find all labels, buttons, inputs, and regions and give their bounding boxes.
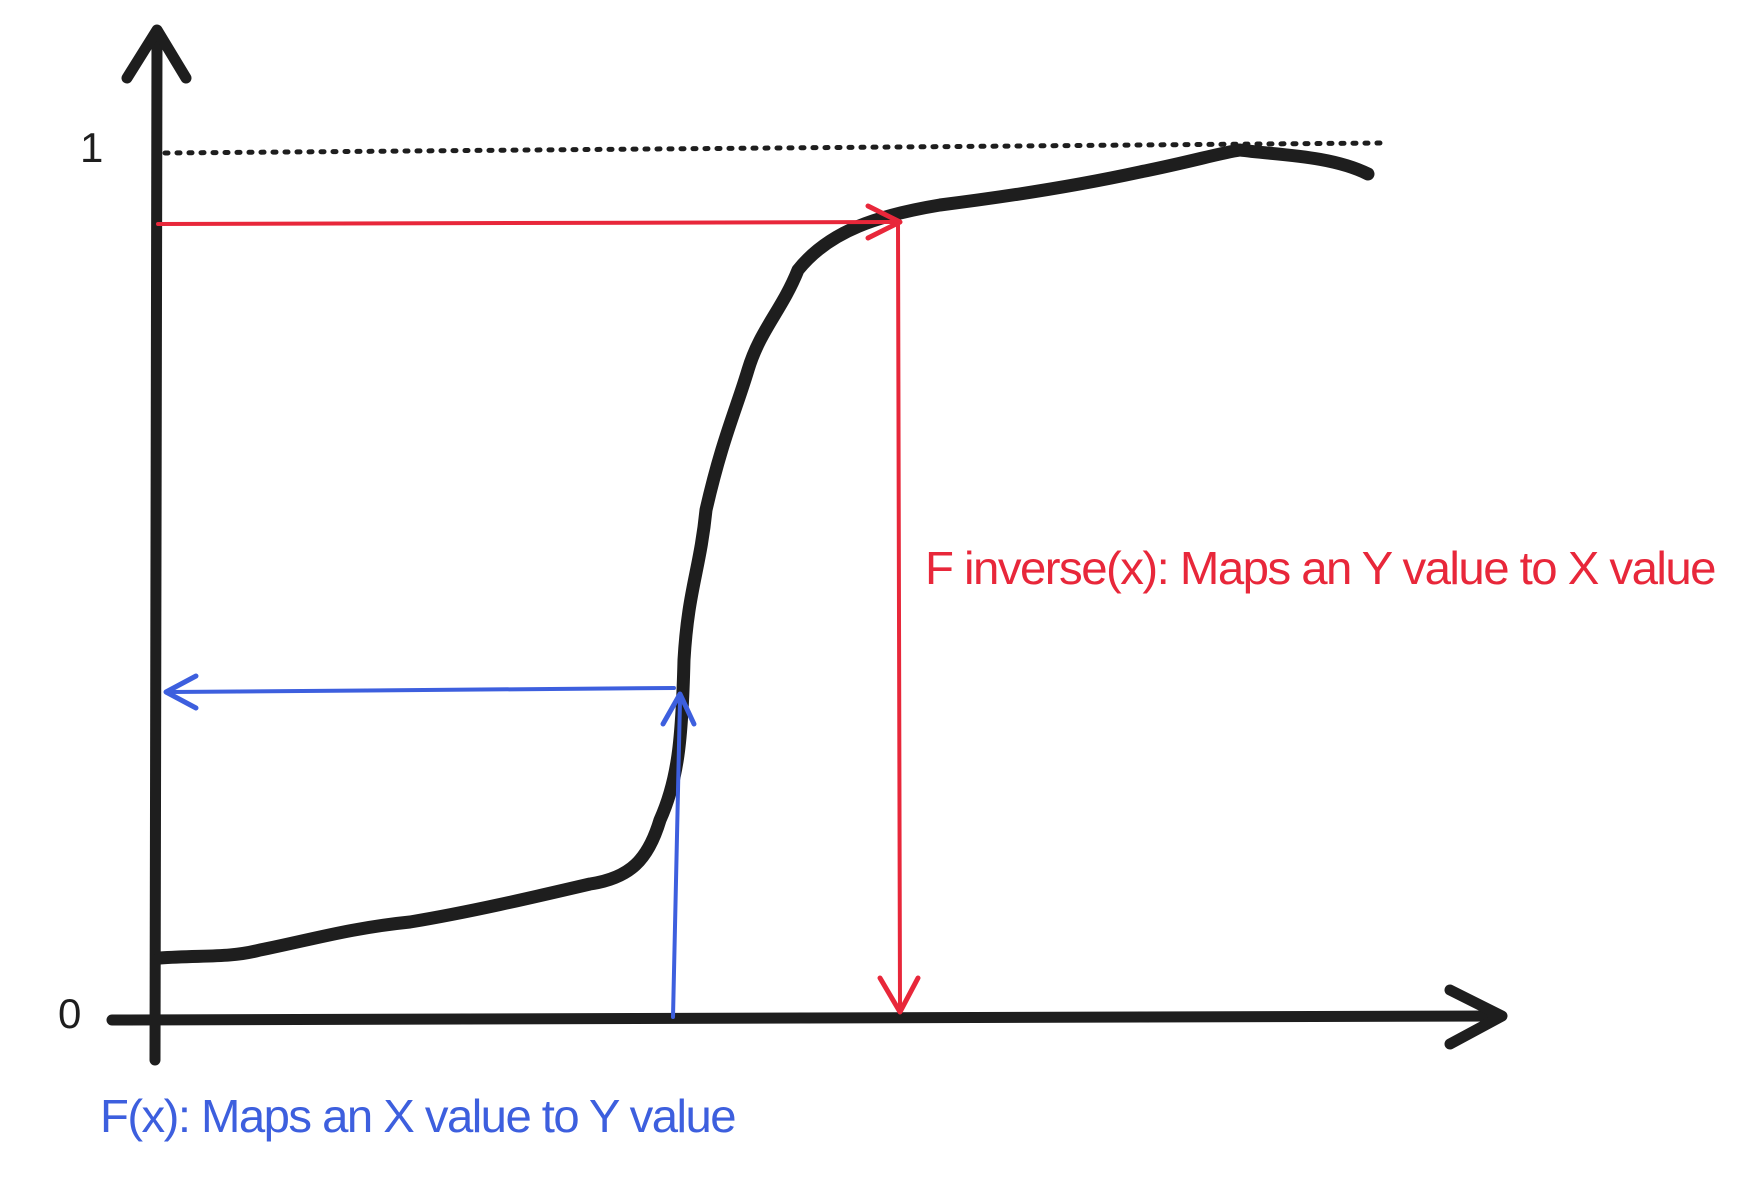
forward-horizontal-arrowhead [163,673,199,711]
inverse-caption: F inverse(x): Maps an Y value to X value [925,542,1715,594]
forward-vertical-arrow-line [671,698,682,1019]
cdf-curve [153,143,1375,965]
forward-horizontal-arrow-line [168,686,676,694]
x-axis-line [106,1010,1506,1026]
y-tick-label-top: 1 [80,124,103,171]
x-axis [106,984,1508,1050]
y-axis-line [149,32,163,1066]
inverse-vertical-arrowhead [877,975,921,1015]
y-axis-arrowhead [121,24,192,84]
inverse-vertical-arrow-line [896,220,902,1010]
inverse-mapping-arrows [156,203,921,1015]
y-axis [121,24,192,1066]
y-tick-label-bottom: 0 [58,990,81,1037]
asymptote-line [162,140,1385,156]
forward-caption: F(x): Maps an X value to Y value [100,1090,735,1142]
forward-vertical-arrowhead [660,691,697,727]
x-axis-arrowhead [1444,984,1508,1050]
forward-mapping-arrows [163,673,697,1019]
inverse-horizontal-arrow-line [156,220,900,226]
